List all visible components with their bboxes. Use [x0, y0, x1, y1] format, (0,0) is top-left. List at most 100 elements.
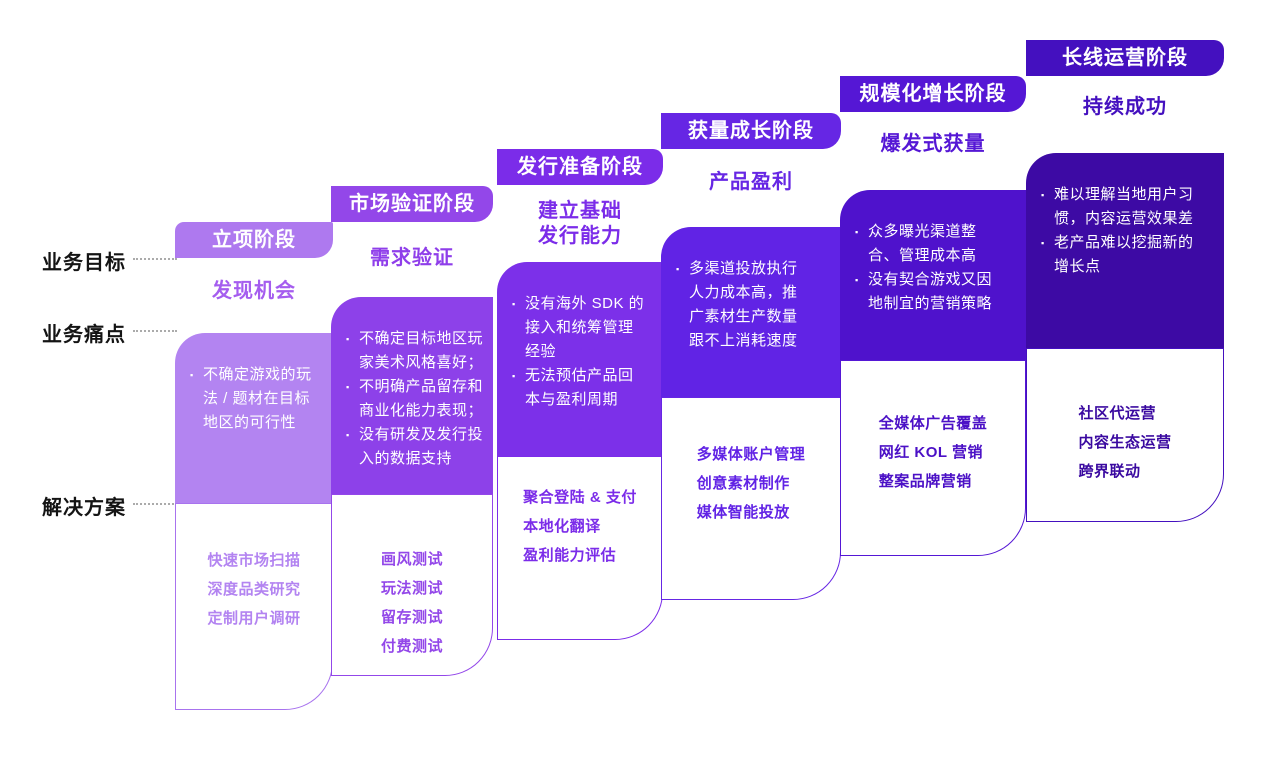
pain-point-text: 无法预估产品回 本与盈利周期 [525, 367, 634, 408]
stage-banner: 长线运营阶段 [1015, 31, 1224, 79]
solution-item: 深度品类研究 [207, 581, 301, 598]
pain-point-item: ▪ 无法预估产品回 本与盈利周期 [512, 364, 653, 412]
pain-points-box: ▪ 没有海外 SDK 的 接入和统筹管理 经验 ▪ 无法预估产品回 本与盈利周期 [497, 262, 663, 456]
pain-point-item: ▪ 没有海外 SDK 的 接入和统筹管理 经验 [512, 292, 653, 364]
solution-item: 多媒体账户管理 [696, 446, 806, 463]
pain-point-text: 没有契合游戏又因 地制宜的营销策略 [868, 271, 993, 312]
pain-point-text: 多渠道投放执行 人力成本高，推 广素材生产数量 跟不上消耗速度 [689, 260, 798, 349]
solution-item: 媒体智能投放 [696, 504, 790, 521]
solution-item: 跨界联动 [1078, 463, 1141, 480]
pain-points-box: ▪ 多渠道投放执行 人力成本高，推 广素材生产数量 跟不上消耗速度 [661, 227, 841, 397]
pain-points-box: ▪ 不确定游戏的玩 法 / 题材在目标 地区的可行性 [175, 333, 333, 503]
solution-item: 盈利能力评估 [523, 547, 617, 564]
solutions-list: 社区代运营内容生态运营跨界联动 [1078, 349, 1171, 521]
row-label-pain-points: 业务痛点 [42, 324, 126, 346]
row-label-business-goal: 业务目标 [42, 252, 126, 274]
solutions-box: 聚合登陆 & 支付本地化翻译盈利能力评估 [497, 456, 663, 640]
pain-point-text: 没有海外 SDK 的 接入和统筹管理 经验 [525, 295, 645, 360]
solution-item: 整案品牌营销 [878, 473, 972, 490]
stage-goal: 建立基础 发行能力 [538, 200, 622, 247]
pain-points-box: ▪ 难以理解当地用户习 惯，内容运营效果差 ▪ 老产品难以挖掘新的 增长点 [1026, 153, 1224, 348]
pain-point-item: ▪没有研发及发行投 入的数据支持 [346, 423, 483, 471]
bullet-icon: ▪ [512, 371, 516, 381]
stage-column: 市场验证阶段 需求验证 ▪ 不确定目标地区玩 家美术风格喜好； ▪ 不明确产品留存和 … [320, 0, 493, 764]
pain-point-text: 不确定目标地区玩 家美术风格喜好； [359, 330, 484, 371]
pain-point-text: 难以理解当地用户习 惯，内容运营效果差 [1054, 186, 1194, 227]
bullet-icon: ▪ [346, 382, 350, 392]
stage-goal: 产品盈利 [709, 171, 793, 193]
dotted-connector [133, 258, 177, 260]
solution-item: 内容生态运营 [1078, 434, 1172, 451]
stage-column: 发行准备阶段 建立基础 发行能力 ▪没有海外 SDK 的 接入和统筹管理 经验▪… [486, 0, 663, 764]
solutions-list: 聚合登陆 & 支付本地化翻译盈利能力评估 [523, 457, 637, 639]
stage-title: 长线运营阶段 [1062, 47, 1188, 69]
stage-goal: 需求验证 [370, 247, 454, 269]
stage-goal: 持续成功 [1083, 96, 1167, 118]
solution-item: 创意素材制作 [696, 475, 790, 492]
solutions-box: 快速市场扫描深度品类研究定制用户调研 [175, 503, 333, 710]
pain-point-item: ▪ 众多曝光渠道整 合、管理成本高 [855, 220, 1016, 268]
stage-title: 立项阶段 [212, 229, 296, 251]
stage-column: 规模化增长阶段 爆发式获量 ▪ 众多曝光渠道整 合、管理成本高 ▪ 没有契合游戏又因 … [829, 0, 1026, 764]
stage-goal: 爆发式获量 [880, 133, 986, 155]
pain-point-item: ▪ 老产品难以挖掘新的 增长点 [1041, 231, 1214, 279]
solution-item: 快速市场扫描 [207, 552, 301, 569]
solutions-box: 社区代运营内容生态运营跨界联动 [1026, 348, 1224, 522]
dotted-connector [133, 330, 177, 332]
bullet-icon: ▪ [855, 227, 859, 237]
solution-item: 聚合登陆 & 支付 [523, 489, 637, 506]
stage-banner: 发行准备阶段 [486, 140, 663, 188]
solutions-box: 画风测试玩法测试留存测试付费测试 [331, 494, 493, 676]
bullet-icon: ▪ [1041, 190, 1045, 200]
dotted-connector [133, 503, 177, 505]
stage-title: 发行准备阶段 [517, 156, 643, 178]
pain-point-item: ▪ 不明确产品留存和 商业化能力表现； [346, 375, 483, 423]
solutions-list: 快速市场扫描深度品类研究定制用户调研 [207, 504, 300, 709]
solution-item: 全媒体广告覆盖 [878, 415, 988, 432]
solution-item: 定制用户调研 [207, 610, 301, 627]
bullet-icon: ▪ [190, 370, 194, 380]
stage-title: 获量成长阶段 [688, 120, 814, 142]
solution-item: 画风测试 [380, 551, 443, 568]
bullet-icon: ▪ [855, 275, 859, 285]
stage-column: 长线运营阶段 持续成功 ▪ 难以理解当地用户习 惯，内容运营效果差 ▪ 老产品难以挖掘… [1015, 0, 1224, 764]
solutions-list: 多媒体账户管理创意素材制作媒体智能投放 [697, 398, 806, 599]
stage-banner: 规模化增长阶段 [829, 67, 1026, 115]
solutions-list: 画风测试玩法测试留存测试付费测试 [381, 495, 443, 675]
bullet-icon: ▪ [676, 264, 680, 274]
solution-item: 留存测试 [380, 609, 443, 626]
pain-point-text: 众多曝光渠道整 合、管理成本高 [868, 223, 977, 264]
stage-goal: 发现机会 [212, 280, 296, 302]
pain-point-text: 不明确产品留存和 商业化能力表现； [359, 378, 484, 419]
stage-title: 规模化增长阶段 [859, 83, 1007, 105]
pain-points-box: ▪ 众多曝光渠道整 合、管理成本高 ▪ 没有契合游戏又因 地制宜的营销策略 [840, 190, 1026, 360]
stage-banner: 市场验证阶段 [320, 177, 493, 225]
pain-points-box: ▪ 不确定目标地区玩 家美术风格喜好； ▪ 不明确产品留存和 商业化能力表现；▪没有研… [331, 297, 493, 494]
solutions-box: 多媒体账户管理创意素材制作媒体智能投放 [661, 397, 841, 600]
pain-point-item: ▪ 多渠道投放执行 人力成本高，推 广素材生产数量 跟不上消耗速度 [676, 257, 831, 353]
row-label-solutions: 解决方案 [42, 497, 126, 519]
solution-item: 玩法测试 [380, 580, 443, 597]
pain-point-item: ▪ 不确定目标地区玩 家美术风格喜好； [346, 327, 483, 375]
pain-point-item: ▪ 不确定游戏的玩 法 / 题材在目标 地区的可行性 [190, 363, 323, 435]
pain-point-text: 不确定游戏的玩 法 / 题材在目标 地区的可行性 [203, 366, 312, 431]
solution-item: 网红 KOL 营销 [878, 444, 983, 461]
bullet-icon: ▪ [1041, 238, 1045, 248]
solutions-box: 全媒体广告覆盖网红 KOL 营销整案品牌营销 [840, 360, 1026, 556]
bullet-icon: ▪ [346, 334, 350, 344]
stage-column: 立项阶段 发现机会 ▪ 不确定游戏的玩 法 / 题材在目标 地区的可行性 快速市场… [175, 0, 333, 764]
solutions-list: 全媒体广告覆盖网红 KOL 营销整案品牌营销 [879, 361, 988, 555]
bullet-icon: ▪ [512, 299, 516, 309]
solution-item: 社区代运营 [1078, 405, 1156, 422]
stage-column: 获量成长阶段 产品盈利 ▪ 多渠道投放执行 人力成本高，推 广素材生产数量 跟不上… [650, 0, 841, 764]
pain-point-item: ▪ 难以理解当地用户习 惯，内容运营效果差 [1041, 183, 1214, 231]
stage-title: 市场验证阶段 [349, 193, 475, 215]
pain-point-item: ▪ 没有契合游戏又因 地制宜的营销策略 [855, 268, 1016, 316]
bullet-icon: ▪ [346, 430, 350, 440]
solution-item: 付费测试 [380, 638, 443, 655]
pain-point-text: 老产品难以挖掘新的 增长点 [1054, 234, 1194, 275]
stage-banner: 获量成长阶段 [650, 104, 841, 152]
solution-item: 本地化翻译 [523, 518, 601, 535]
stage-banner: 立项阶段 [175, 222, 333, 258]
